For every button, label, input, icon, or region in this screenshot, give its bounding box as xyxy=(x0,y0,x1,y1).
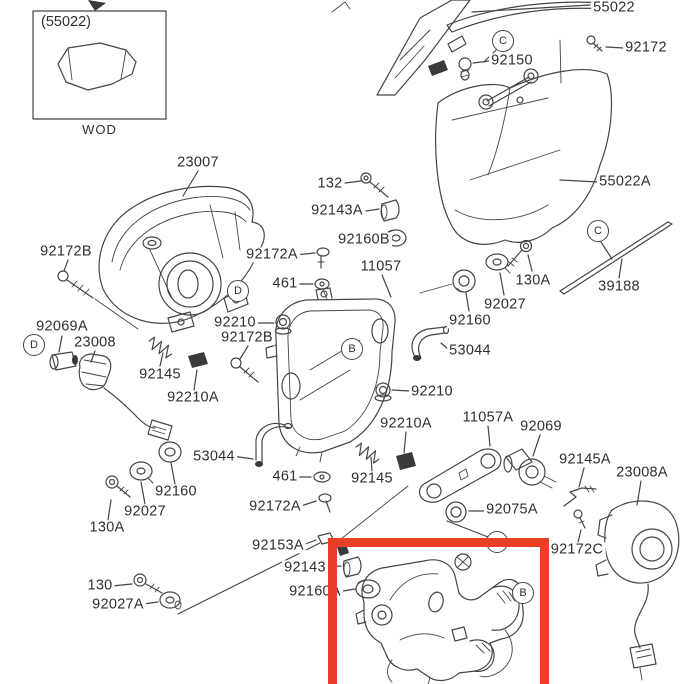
nut-92210-mid-drawing xyxy=(374,382,392,402)
part-label-39188[interactable]: 39188 xyxy=(596,278,642,295)
part-label-461[interactable]: 461 xyxy=(270,275,300,292)
collar-92143-drawing xyxy=(342,556,362,578)
washer-461-top-drawing xyxy=(314,278,330,300)
hose-53044-left-drawing xyxy=(255,422,293,467)
damper-92160A-drawing xyxy=(355,579,381,599)
inset-windshield-drawing xyxy=(32,10,167,120)
part-label-92172[interactable]: 92172 xyxy=(623,39,669,56)
part-label-92160B[interactable]: 92160B xyxy=(336,231,392,248)
part-label-92172A[interactable]: 92172A xyxy=(247,498,303,515)
part-label-11057A[interactable]: 11057A xyxy=(460,409,516,426)
collar-92075A-drawing xyxy=(445,501,467,523)
screw-92172B-left-drawing xyxy=(57,270,139,330)
part-label-92172B[interactable]: 92172B xyxy=(38,243,94,260)
damper-92210A-left-drawing xyxy=(188,352,208,368)
balloon-blank xyxy=(486,531,508,553)
balloon-C: C xyxy=(492,30,514,52)
part-label-92143[interactable]: 92143 xyxy=(282,559,328,576)
part-label-92160[interactable]: 92160 xyxy=(153,483,199,500)
bulb-23008-drawing xyxy=(78,353,173,441)
part-label-92027[interactable]: 92027 xyxy=(482,296,528,313)
part-label-92210[interactable]: 92210 xyxy=(212,314,258,331)
screw-92150-drawing xyxy=(458,57,472,81)
part-label-92027A[interactable]: 92027A xyxy=(90,596,146,613)
part-label-130A[interactable]: 130A xyxy=(87,519,127,536)
trim-39188-drawing xyxy=(559,221,673,295)
collar-92143A-drawing xyxy=(380,199,400,222)
leader-lines xyxy=(58,4,642,615)
part-label-92145[interactable]: 92145 xyxy=(137,366,183,383)
part-label-92172B[interactable]: 92172B xyxy=(219,329,275,346)
inset-caption: WOD xyxy=(82,122,117,137)
part-label-92160A[interactable]: 92160A xyxy=(287,583,343,600)
lamp-23008A-drawing xyxy=(595,500,680,681)
part-label-92150[interactable]: 92150 xyxy=(489,52,535,69)
balloon-B: B xyxy=(341,338,363,360)
part-label-92069A[interactable]: 92069A xyxy=(34,318,90,335)
fairing-55022A-drawing xyxy=(435,69,613,245)
part-label-55022[interactable]: 55022 xyxy=(591,0,637,16)
part-label-23008[interactable]: 23008 xyxy=(72,334,118,351)
part-label-92027[interactable]: 92027 xyxy=(122,503,168,520)
bracket-11057-drawing xyxy=(265,287,396,463)
bracket-lower-drawing xyxy=(355,553,524,684)
part-label-92172C[interactable]: 92172C xyxy=(548,541,606,558)
part-label-92143A[interactable]: 92143A xyxy=(309,202,365,219)
bushing-92160-right-drawing xyxy=(419,269,476,294)
part-label-55022A[interactable]: 55022A xyxy=(597,173,653,190)
screw-92172C-drawing xyxy=(573,509,586,529)
screw-92172A-bottom-drawing xyxy=(318,493,332,513)
bulb-92069A-drawing xyxy=(49,351,78,371)
screw-92172A-top-drawing xyxy=(316,247,330,269)
part-label-92210A[interactable]: 92210A xyxy=(378,415,434,432)
bracket-11057A-drawing xyxy=(340,448,502,540)
part-label-92172A[interactable]: 92172A xyxy=(244,246,300,263)
inset-part-number[interactable]: (55022) xyxy=(41,14,91,30)
part-label-92069[interactable]: 92069 xyxy=(518,418,564,435)
part-label-92210[interactable]: 92210 xyxy=(409,383,455,400)
washer-461-bottom-drawing xyxy=(313,471,331,483)
balloon-D: D xyxy=(227,280,249,302)
part-label-11057[interactable]: 11057 xyxy=(358,258,404,275)
balloon-D: D xyxy=(23,334,45,356)
part-label-23008A[interactable]: 23008A xyxy=(614,464,670,481)
bushing-92160-left-drawing xyxy=(158,441,182,463)
grommet-92027-left-drawing xyxy=(129,461,154,484)
part-label-53044[interactable]: 53044 xyxy=(447,342,493,359)
part-label-92210A[interactable]: 92210A xyxy=(165,389,221,406)
part-label-92145[interactable]: 92145 xyxy=(349,470,395,487)
part-label-92145A[interactable]: 92145A xyxy=(557,451,613,468)
cursor-arrow-icon xyxy=(88,0,106,11)
screw-92172B-mid-drawing xyxy=(230,357,259,383)
part-label-130[interactable]: 130 xyxy=(85,577,115,594)
damper-92210A-mid-drawing xyxy=(396,452,416,470)
grommet-92027A-drawing xyxy=(159,591,182,610)
bolt-130A-right-drawing xyxy=(507,239,533,267)
nut-92210-left-drawing xyxy=(274,314,292,335)
bulb-92069-drawing xyxy=(503,448,557,489)
grommet-92027-right-drawing xyxy=(485,253,511,274)
bolt-132-drawing xyxy=(360,172,389,198)
clip-92145A-drawing xyxy=(563,485,597,507)
balloon-B: B xyxy=(512,582,534,604)
part-label-53044[interactable]: 53044 xyxy=(191,448,237,465)
hose-53044-right-drawing xyxy=(411,325,450,361)
part-label-92160[interactable]: 92160 xyxy=(447,312,493,329)
bolt-130A-left-drawing xyxy=(105,475,131,498)
part-label-130A[interactable]: 130A xyxy=(513,272,553,289)
headlamp-23007-drawing xyxy=(98,185,265,333)
part-label-92153A[interactable]: 92153A xyxy=(250,537,306,554)
part-label-461[interactable]: 461 xyxy=(270,468,300,485)
part-label-132[interactable]: 132 xyxy=(315,175,345,192)
screw-92172-drawing xyxy=(586,35,603,52)
balloon-C: C xyxy=(587,220,609,242)
part-label-92075A[interactable]: 92075A xyxy=(484,501,540,518)
bolt-130-drawing xyxy=(133,573,163,594)
part-label-23007[interactable]: 23007 xyxy=(175,154,221,171)
